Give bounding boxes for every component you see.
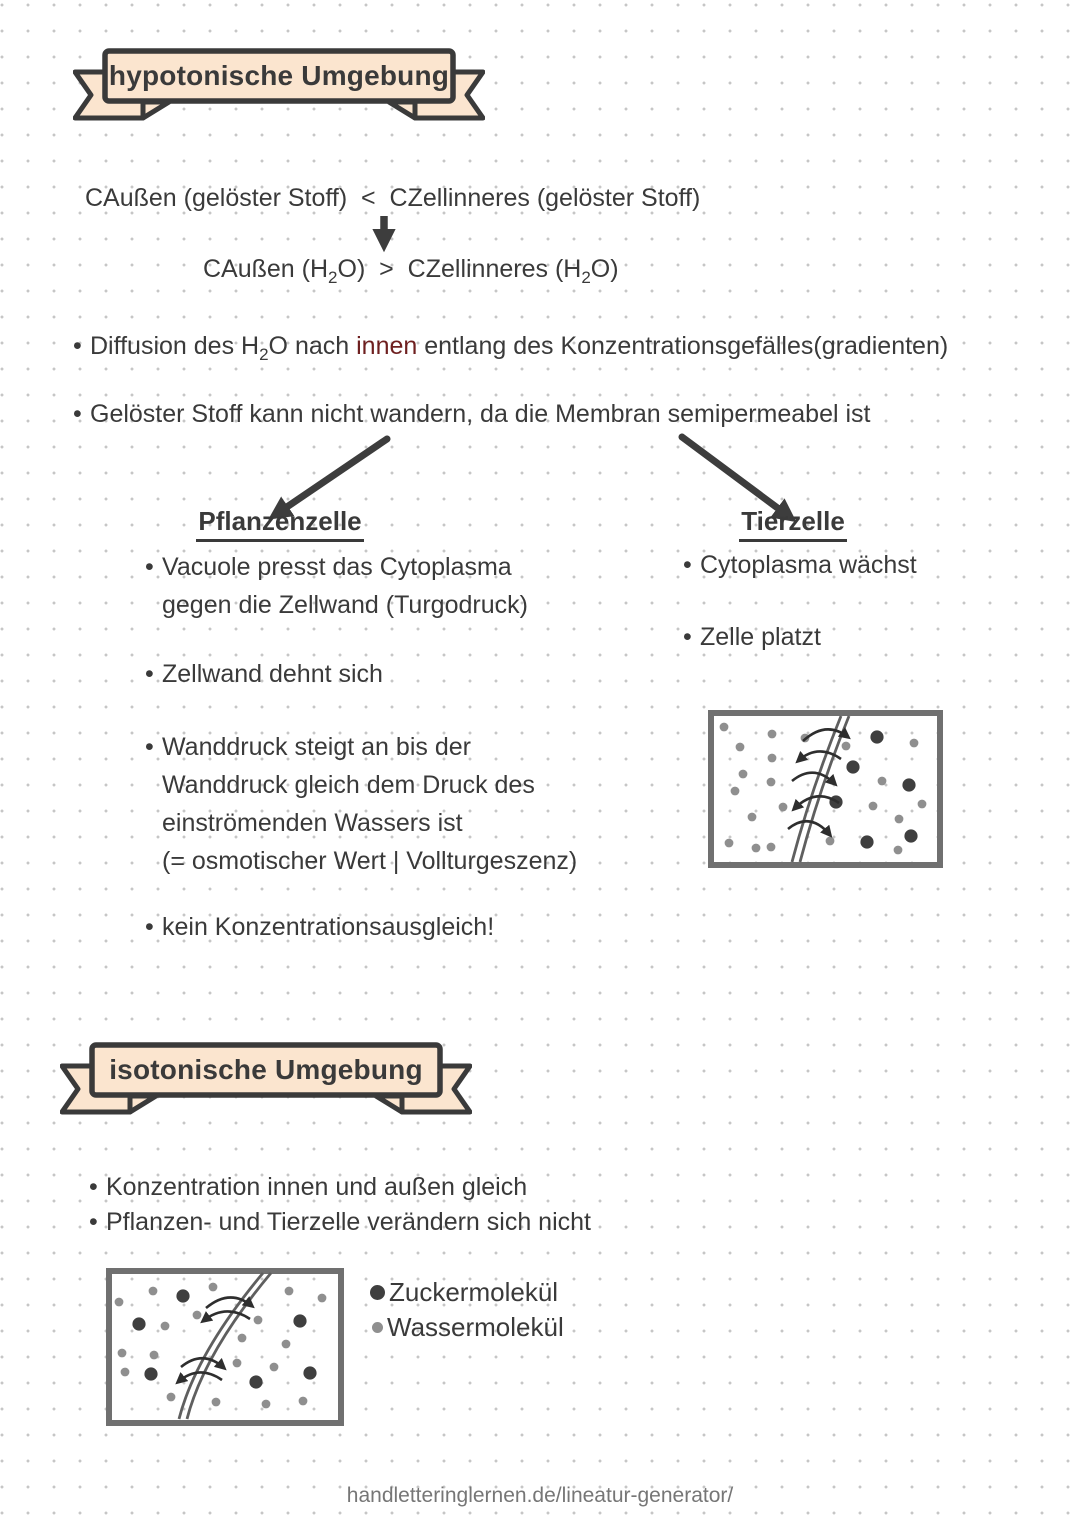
molecule-layer	[719, 722, 927, 855]
water-flow-arrow-icon	[787, 820, 833, 838]
water-molecule-icon	[724, 838, 734, 848]
sugar-molecule-icon	[144, 1367, 158, 1381]
sugar-molecule-icon	[904, 829, 918, 843]
water-molecule-icon	[208, 1282, 218, 1292]
water-molecule-icon	[825, 836, 835, 846]
water-flow-arrow-icon	[180, 1356, 227, 1371]
legend-water: Wassermolekül	[372, 1312, 564, 1343]
water-molecule-icon	[192, 1310, 202, 1320]
ribbon-banner-icon	[73, 48, 485, 121]
sugar-molecule-icon	[370, 1285, 385, 1300]
arrow-to-plant-cell-icon	[268, 435, 391, 520]
water-molecule-icon	[877, 776, 887, 786]
arrow-down-icon	[372, 216, 396, 253]
membrane-line-icon	[177, 1272, 265, 1420]
water-molecule-icon	[269, 1362, 279, 1372]
water-molecule-icon	[120, 1367, 130, 1377]
membrane-line-icon	[790, 715, 843, 863]
animal-cell-title: Tierzelle	[703, 506, 883, 542]
water-molecule-icon	[253, 1315, 263, 1325]
bullet-membrane: Gelöster Stoff kann nicht wandern, da di…	[68, 398, 1070, 430]
water-molecule-icon	[730, 786, 740, 796]
water-molecule-icon	[298, 1396, 308, 1406]
cell-wall-border	[106, 1268, 344, 1426]
water-molecule-icon	[117, 1348, 127, 1358]
water-flow-arrow-icon	[205, 1296, 255, 1310]
water-molecule-icon	[909, 738, 919, 748]
water-flow-arrow-icon	[175, 1371, 223, 1385]
water-molecule-icon	[719, 722, 729, 732]
water-molecule-icon	[211, 1397, 221, 1407]
iso-bullet-konzentration: Konzentration innen und außen gleich	[84, 1171, 806, 1203]
sugar-molecule-icon	[176, 1289, 190, 1303]
legend-sugar: Zuckermolekül	[370, 1277, 558, 1308]
plant-bullet-wanddruck: Wanddruck steigt an bis der Wanddruck gl…	[140, 728, 662, 880]
water-flow-arrow-icon	[791, 795, 840, 812]
formula-water: CAußen (H2O) > CZellinneres (H2O)	[203, 255, 619, 287]
sugar-molecule-icon	[293, 1314, 307, 1328]
banner-hypotonic-title: hypotonische Umgebung	[108, 60, 450, 91]
water-molecule-icon	[747, 812, 757, 822]
water-molecule-icon	[232, 1358, 242, 1368]
water-molecule-icon	[114, 1297, 124, 1307]
arrow-to-animal-cell-icon	[678, 433, 797, 523]
water-molecule-icon	[284, 1286, 294, 1296]
sugar-molecule-icon	[249, 1375, 263, 1389]
plant-bullet-vacuole: Vacuole presst das Cytoplasma gegen die …	[140, 548, 642, 624]
ribbon-banner-icon	[60, 1042, 472, 1115]
water-molecule-icon	[317, 1293, 327, 1303]
water-flow-arrow-icon	[791, 771, 838, 787]
water-molecule-icon	[767, 753, 777, 763]
water-molecule-icon	[766, 842, 776, 852]
sugar-molecule-icon	[902, 778, 916, 792]
banner-hypotonic: hypotonische Umgebung	[73, 46, 485, 126]
water-molecule-icon	[160, 1321, 170, 1331]
animal-bullet-platzt: Zelle platzt	[678, 621, 1000, 653]
plant-bullet-zellwand: Zellwand dehnt sich	[140, 658, 642, 690]
footer-url: handletteringlernen.de/lineatur-generato…	[346, 1484, 734, 1507]
water-molecule-icon	[281, 1339, 291, 1349]
water-molecule-icon	[917, 799, 927, 809]
water-molecule-icon	[778, 802, 788, 812]
water-molecule-icon	[841, 741, 851, 751]
water-molecule-icon	[767, 729, 777, 739]
water-molecule-icon	[261, 1399, 271, 1409]
plant-bullet-ausgleich: kein Konzentrationsausgleich!	[140, 911, 642, 943]
cell-wall-border	[708, 710, 943, 868]
membrane-line-icon	[185, 1272, 273, 1420]
water-molecule-icon	[751, 843, 761, 853]
sugar-molecule-icon	[132, 1317, 146, 1331]
membrane-diagram-isotonic	[106, 1268, 344, 1426]
water-flow-arrow-icon	[802, 727, 851, 742]
molecule-layer	[114, 1282, 327, 1409]
iso-bullet-zellen: Pflanzen- und Tierzelle verändern sich n…	[84, 1206, 806, 1238]
membrane-diagram-hypotonic	[708, 710, 943, 868]
banner-isotonic-title: isotonische Umgebung	[109, 1054, 423, 1085]
water-molecule-icon	[894, 814, 904, 824]
water-molecule-icon	[372, 1322, 383, 1333]
plant-cell-title: Pflanzenzelle	[180, 506, 380, 542]
water-molecule-icon	[735, 742, 745, 752]
formula-solute: CAußen (gelöster Stoff) < CZellinneres (…	[85, 184, 701, 212]
sugar-molecule-icon	[870, 730, 884, 744]
animal-bullet-cytoplasma: Cytoplasma wächst	[678, 549, 1000, 581]
water-molecule-icon	[166, 1392, 176, 1402]
water-flow-arrow-icon	[795, 750, 842, 764]
water-molecule-icon	[148, 1286, 158, 1296]
water-molecule-icon	[149, 1350, 159, 1360]
sugar-molecule-icon	[860, 835, 874, 849]
bullet-diffusion: Diffusion des H2O nach innen entlang des…	[68, 330, 1070, 371]
water-molecule-icon	[868, 801, 878, 811]
sugar-molecule-icon	[303, 1366, 317, 1380]
water-molecule-icon	[893, 845, 903, 855]
water-molecule-icon	[237, 1333, 247, 1343]
banner-isotonic: isotonische Umgebung	[60, 1040, 472, 1120]
water-flow-arrow-icon	[200, 1310, 251, 1324]
split-arrows	[268, 433, 797, 523]
sugar-molecule-icon	[846, 760, 860, 774]
water-molecule-icon	[738, 769, 748, 779]
water-molecule-icon	[766, 777, 776, 787]
